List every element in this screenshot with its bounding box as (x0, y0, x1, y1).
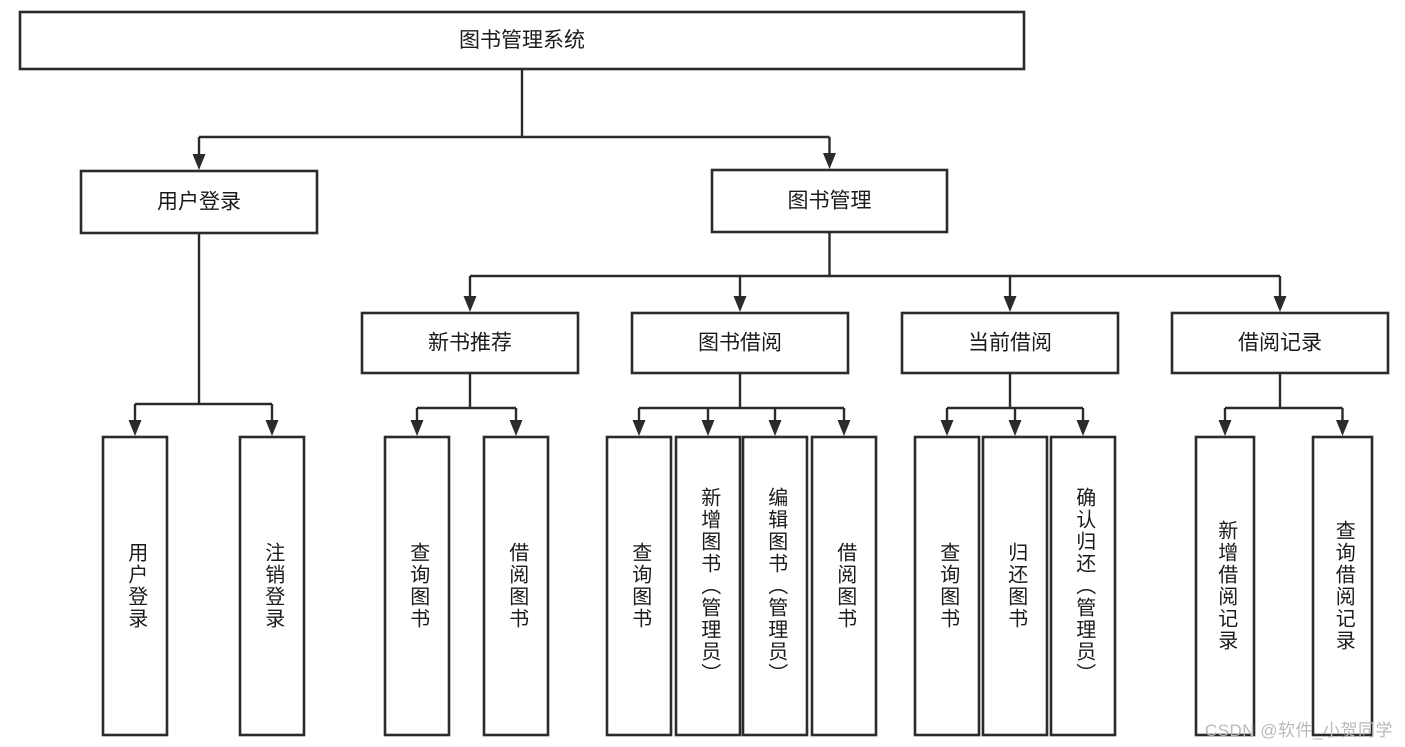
leaf-box (482, 435, 550, 737)
arrow-root-to-level1-0 (192, 154, 206, 170)
level2-box (360, 311, 580, 375)
leaf-box (101, 435, 169, 737)
level2-label: 当前借阅 (968, 332, 1052, 355)
leaf-box (1194, 435, 1256, 737)
arrow-to-leaf-2-0 (632, 420, 646, 436)
leaf-box (913, 435, 981, 737)
level1-box (710, 168, 949, 234)
level2-box (1170, 311, 1390, 375)
arrow-mgmt-to-level2-0 (463, 296, 477, 312)
level2-box (630, 311, 850, 375)
leaf-5[interactable] (674, 435, 742, 737)
leaf-7[interactable] (810, 435, 878, 737)
arrow-mgmt-to-level2-1 (733, 296, 747, 312)
arrow-to-leaf-0-0 (128, 420, 142, 436)
leaf-box (981, 435, 1049, 737)
level2-3[interactable]: 借阅记录 (1170, 311, 1390, 375)
leaf-box (1311, 435, 1374, 737)
arrow-to-leaf-1-1 (509, 420, 523, 436)
leaf-box (674, 435, 742, 737)
arrow-to-leaf-1-0 (410, 420, 424, 436)
csdn-watermark: CSDN @软件_小贺同学 (1204, 721, 1393, 740)
arrow-mgmt-to-level2-3 (1273, 296, 1287, 312)
level1-1[interactable]: 图书管理 (710, 168, 949, 234)
level2-label: 借阅记录 (1238, 332, 1322, 355)
level2-box (900, 311, 1120, 375)
level2-label: 图书借阅 (698, 332, 782, 355)
edge-layer (128, 69, 1349, 436)
leaf-6[interactable] (741, 435, 809, 737)
leaf-box (1049, 435, 1117, 737)
level1-0[interactable]: 用户登录 (79, 169, 319, 235)
leaf-4[interactable] (605, 435, 673, 737)
leaf-9[interactable] (981, 435, 1049, 737)
level2-label: 新书推荐 (428, 332, 512, 355)
arrow-root-to-level1-1 (823, 153, 836, 169)
leaf-2[interactable] (383, 435, 451, 737)
leaf-box (238, 435, 306, 737)
leaf-12[interactable] (1311, 435, 1374, 737)
arrow-to-leaf-2-2 (768, 420, 782, 436)
arrow-mgmt-to-level2-2 (1003, 296, 1017, 312)
leaf-0[interactable] (101, 435, 169, 737)
level1-label: 图书管理 (788, 190, 872, 213)
arrow-to-leaf-4-1 (1336, 420, 1349, 436)
level2-1[interactable]: 图书借阅 (630, 311, 850, 375)
level1-box (79, 169, 319, 235)
leaf-box (383, 435, 451, 737)
arrow-to-leaf-2-1 (701, 420, 715, 436)
leaf-10[interactable] (1049, 435, 1117, 737)
arrow-to-leaf-3-0 (940, 420, 954, 436)
leaf-box (605, 435, 673, 737)
level1-label: 用户登录 (157, 191, 241, 214)
level2-0[interactable]: 新书推荐 (360, 311, 580, 375)
arrow-to-leaf-3-1 (1008, 420, 1022, 436)
leaf-11[interactable] (1194, 435, 1256, 737)
leaf-3[interactable] (482, 435, 550, 737)
arrow-to-leaf-3-2 (1076, 420, 1090, 436)
root-root[interactable]: 图书管理系统 (18, 10, 1026, 71)
leaf-box (810, 435, 878, 737)
root-box (18, 10, 1026, 71)
level2-2[interactable]: 当前借阅 (900, 311, 1120, 375)
root-label: 图书管理系统 (459, 29, 585, 52)
leaf-1[interactable] (238, 435, 306, 737)
arrow-to-leaf-4-0 (1218, 420, 1232, 436)
arrow-to-leaf-0-1 (265, 420, 279, 436)
arrow-to-leaf-2-3 (837, 420, 851, 436)
leaf-8[interactable] (913, 435, 981, 737)
leaf-box (741, 435, 809, 737)
